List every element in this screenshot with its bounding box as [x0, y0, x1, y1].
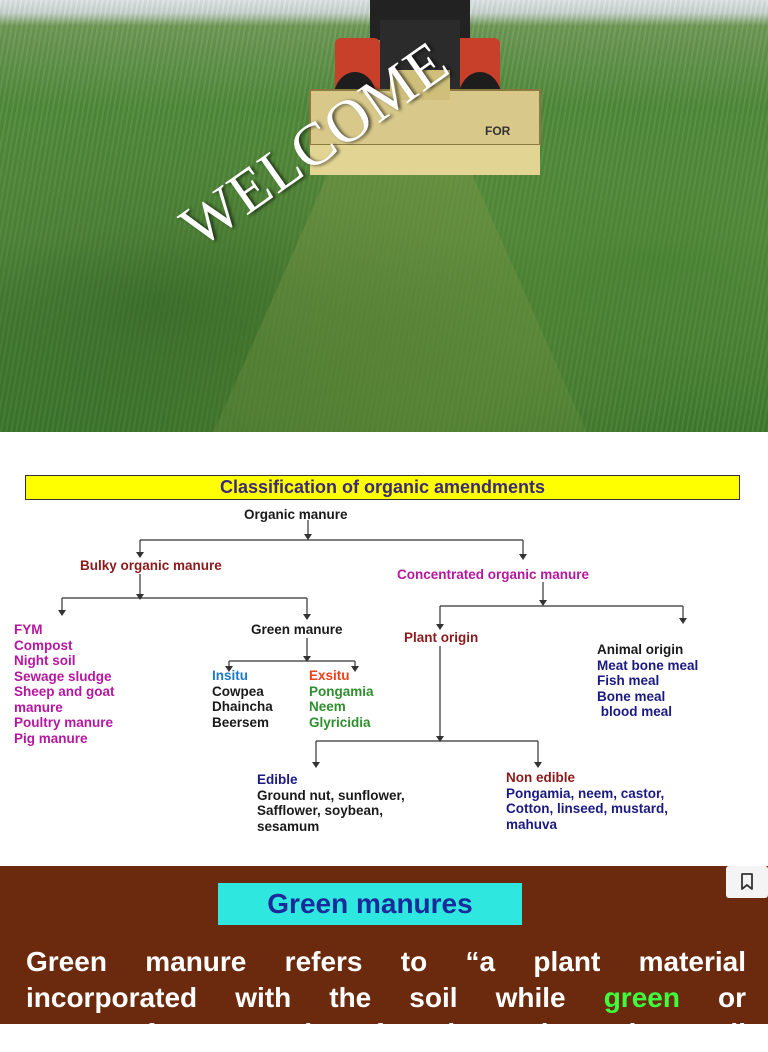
list-item: Sewage sludge: [14, 668, 112, 684]
welcome-slide: FOR WELCOME: [0, 0, 768, 432]
list-item: Compost: [14, 637, 73, 653]
list-item: manure: [14, 699, 63, 715]
list-item: Dhaincha: [212, 699, 273, 714]
insitu-list: Insitu Cowpea Dhaincha Beersem: [212, 668, 273, 730]
list-item: Pig manure: [14, 730, 88, 746]
list-item: Pongamia, neem, castor,: [506, 785, 665, 801]
list-item: Safflower, soybean,: [257, 803, 384, 818]
definition-line-2-start: incorporated with the soil while: [26, 982, 604, 1013]
list-item: Beersem: [212, 714, 270, 730]
list-item: Ground nut, sunflower,: [257, 787, 405, 803]
definition-text: Green manure refers to “a plant material…: [26, 944, 746, 1052]
tree-connectors: [58, 520, 687, 768]
list-item: Meat bone meal: [597, 657, 699, 673]
bulky-list: FYM Compost Night soil Sewage sludge She…: [14, 622, 115, 746]
list-item: Pongamia: [309, 683, 374, 699]
list-item: Fish meal: [597, 673, 660, 688]
list-item: Sheep and goat: [14, 684, 115, 699]
list-item: mahuva: [506, 816, 558, 832]
bookmark-icon: [741, 873, 753, 890]
animal-origin-node: Animal origin: [597, 642, 684, 657]
green-manure-node: Green manure: [251, 622, 343, 637]
definition-line-3: soon after maturity for improving the so…: [26, 1018, 746, 1049]
chart-title: Classification of organic amendments: [25, 475, 740, 500]
definition-line-1: Green manure refers to “a plant material: [26, 946, 746, 977]
bookmark-button[interactable]: [726, 866, 768, 898]
concentrated-node: Concentrated organic manure: [397, 567, 590, 582]
list-item: Cotton, linseed, mustard,: [506, 801, 669, 816]
list-item: Night soil: [14, 653, 76, 668]
animal-origin-list: Animal origin Meat bone meal Fish meal B…: [597, 642, 698, 720]
definition-line-2: incorporated with the soil while green o…: [26, 980, 746, 1016]
slide-title: Green manures: [218, 883, 522, 925]
list-item: Glyricidia: [309, 714, 371, 730]
plant-origin-node: Plant origin: [404, 630, 479, 645]
non-edible-node: Non edible: [506, 770, 576, 785]
tractor-image: FOR: [309, 0, 541, 175]
definition-line-2-end: or: [679, 982, 747, 1013]
list-item: blood meal: [597, 704, 673, 719]
root-node: Organic manure: [244, 507, 348, 522]
bulky-node: Bulky organic manure: [80, 558, 222, 573]
tractor-brand-text: FOR: [485, 124, 511, 138]
list-item: Neem: [309, 699, 346, 714]
non-edible-list: Non edible Pongamia, neem, castor, Cotto…: [506, 770, 668, 832]
list-item: Poultry manure: [14, 715, 114, 730]
list-item: Bone meal: [597, 688, 666, 704]
edible-list: Edible Ground nut, sunflower, Safflower,…: [257, 772, 405, 834]
exsitu-node: Exsitu: [309, 668, 350, 683]
edible-node: Edible: [257, 772, 298, 787]
classification-slide: Classification of organic amendments Org…: [0, 432, 768, 866]
list-item: Cowpea: [212, 683, 264, 699]
exsitu-list: Exsitu Pongamia Neem Glyricidia: [309, 668, 374, 730]
green-word: green: [603, 982, 680, 1013]
list-item: FYM: [14, 622, 43, 637]
insitu-node: Insitu: [212, 668, 248, 683]
green-manures-slide: Green manures Green manure refers to “a …: [0, 866, 768, 1049]
list-item: sesamum: [257, 818, 320, 834]
